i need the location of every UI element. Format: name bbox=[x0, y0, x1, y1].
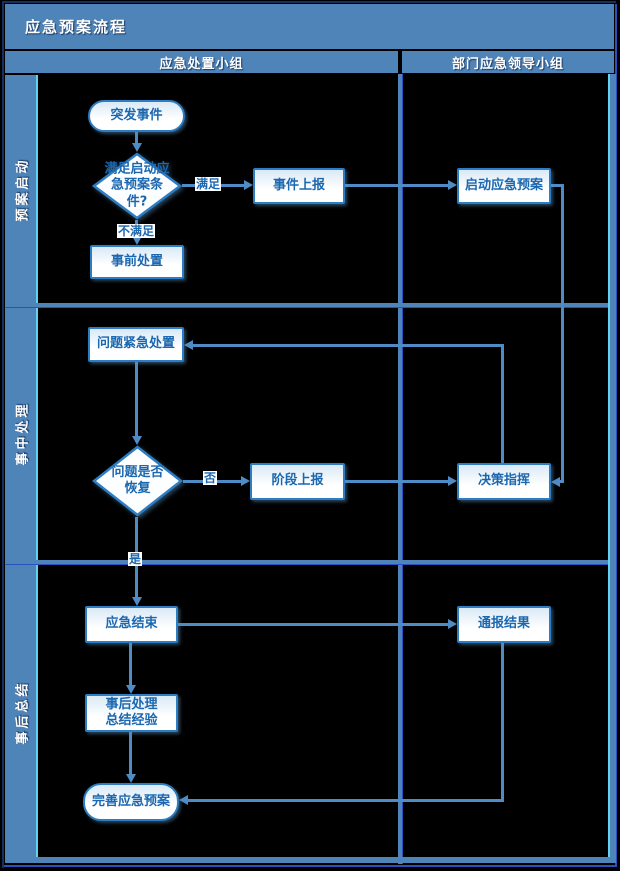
frame-right-border bbox=[608, 74, 616, 863]
node-pre-event-handling: 事前处置 bbox=[90, 245, 184, 279]
node-recovered-check: 问题是否 恢复 bbox=[92, 445, 183, 517]
frame-right-edge bbox=[615, 4, 617, 867]
edge-event-to-condition bbox=[135, 132, 138, 144]
lane-label-post-summary: 事后总结 bbox=[5, 564, 38, 860]
edge-notify-to-improve bbox=[501, 643, 504, 801]
arrow-head bbox=[132, 143, 142, 152]
arrow-head bbox=[244, 180, 253, 190]
column-header-leadership-team: 部门应急领导小组 bbox=[402, 51, 614, 73]
edge-end-to-notify bbox=[178, 623, 449, 626]
node-improve-plan: 完善应急预案 bbox=[83, 783, 179, 821]
node-stage-report: 阶段上报 bbox=[250, 463, 345, 500]
column-header-response-team: 应急处置小组 bbox=[5, 51, 398, 73]
diamond-shape bbox=[92, 152, 182, 220]
edge-activate-to-decision bbox=[561, 184, 564, 481]
node-post-handling: 事后处理 总结经验 bbox=[85, 694, 178, 732]
edge-decision-to-urgent bbox=[192, 344, 504, 347]
arrow-head bbox=[132, 436, 142, 445]
node-label: 问题是否 恢复 bbox=[111, 464, 164, 496]
page-title: 应急预案流程 bbox=[25, 18, 128, 36]
diamond-shape bbox=[92, 445, 183, 517]
edge-report-to-activate bbox=[345, 184, 449, 187]
column-header-label: 应急处置小组 bbox=[159, 56, 244, 72]
node-label: 事件上报 bbox=[272, 177, 325, 193]
node-label: 阶段上报 bbox=[271, 473, 324, 489]
arrow-head bbox=[126, 774, 136, 783]
node-event-report: 事件上报 bbox=[253, 168, 345, 204]
node-decision-command: 决策指挥 bbox=[457, 463, 551, 500]
node-label: 事后处理 总结经验 bbox=[105, 696, 158, 728]
node-activate-plan: 启动应急预案 bbox=[457, 168, 551, 204]
frame-left-edge bbox=[2, 2, 4, 868]
lane-divider-1 bbox=[5, 303, 614, 308]
edge-urgent-to-recover-check bbox=[135, 362, 138, 437]
node-label: 完善应急预案 bbox=[91, 793, 170, 809]
arrow-head bbox=[448, 476, 457, 486]
node-label: 决策指挥 bbox=[477, 473, 530, 489]
frame-bottom-edge bbox=[4, 865, 616, 867]
arrow-head bbox=[551, 477, 560, 487]
lane-label-plan-activation: 预案启动 bbox=[5, 75, 38, 303]
edge-label-yes: 是 bbox=[128, 552, 143, 566]
arrow-head bbox=[448, 619, 457, 629]
arrow-head bbox=[184, 340, 193, 350]
edge-activate-to-decision bbox=[551, 184, 564, 187]
edge-label-not-satisfied: 不满足 bbox=[117, 224, 156, 238]
lane-label-text: 预案启动 bbox=[15, 156, 31, 222]
title-bar: 应急预案流程 bbox=[5, 4, 614, 49]
node-label: 通报结果 bbox=[477, 616, 530, 632]
arrow-head bbox=[132, 597, 142, 606]
node-label: 应急结束 bbox=[105, 616, 158, 632]
lane-label-text: 事后总结 bbox=[15, 679, 31, 745]
edge-activate-to-decision bbox=[558, 480, 564, 483]
edge-decision-to-urgent bbox=[501, 346, 504, 463]
edge-end-to-post-handling bbox=[129, 643, 132, 686]
node-emergency-end: 应急结束 bbox=[85, 606, 178, 643]
node-label: 事前处置 bbox=[110, 253, 163, 269]
frame-bottom-border bbox=[5, 857, 614, 863]
node-urgent-handling: 问题紧急处置 bbox=[88, 327, 184, 362]
lane-label-text: 事中处理 bbox=[15, 401, 31, 466]
node-emergency-event: 突发事件 bbox=[88, 100, 185, 132]
lane-label-in-process: 事中处理 bbox=[5, 307, 38, 560]
column-header-label: 部门应急领导小组 bbox=[451, 56, 564, 72]
arrow-head bbox=[132, 236, 142, 245]
edge-post-to-improve bbox=[129, 732, 132, 775]
arrow-head bbox=[241, 476, 250, 486]
node-condition-check: 满足启动应 急预案条 件? bbox=[92, 152, 182, 220]
edge-notify-to-improve bbox=[187, 799, 504, 802]
edge-label-no: 否 bbox=[203, 471, 218, 485]
edge-stage-to-decision bbox=[345, 480, 449, 483]
arrow-head bbox=[179, 795, 188, 805]
node-label: 问题紧急处置 bbox=[96, 336, 175, 352]
frame-top-edge bbox=[2, 1, 616, 3]
node-notify-result: 通报结果 bbox=[457, 606, 551, 643]
edge-label-satisfied: 满足 bbox=[195, 177, 222, 191]
arrow-head bbox=[126, 685, 136, 694]
lane-divider-2 bbox=[5, 560, 614, 565]
node-label: 启动应急预案 bbox=[464, 177, 543, 193]
node-label: 满足启动应 急预案条 件? bbox=[104, 161, 170, 210]
arrow-head bbox=[448, 180, 457, 190]
node-label: 突发事件 bbox=[110, 107, 163, 123]
column-divider bbox=[398, 74, 403, 864]
